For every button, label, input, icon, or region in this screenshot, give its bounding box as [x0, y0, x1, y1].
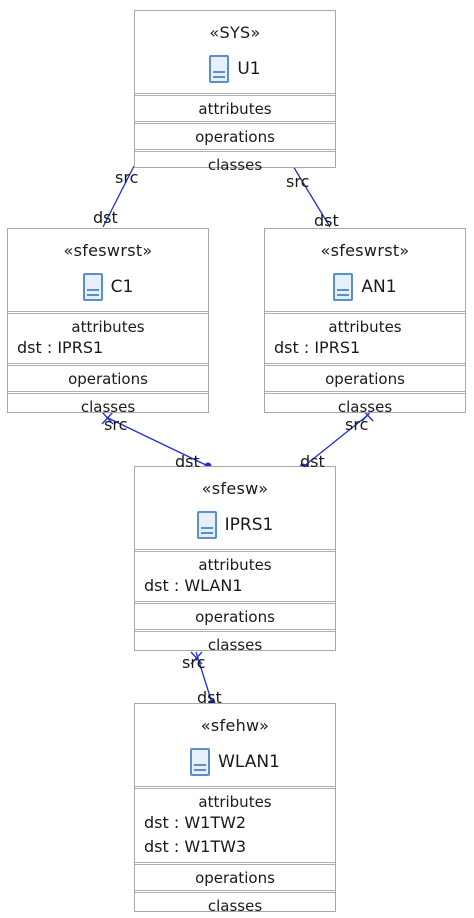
class-icon: [196, 511, 217, 539]
class-name: U1: [237, 59, 261, 79]
role-label-dst: dst: [300, 452, 325, 471]
operations-title: operations: [68, 370, 148, 388]
operations-title: operations: [195, 608, 275, 626]
operations-compartment[interactable]: operations: [135, 862, 335, 890]
attributes-compartment[interactable]: attributes dst : WLAN1: [135, 549, 335, 601]
class-title: U1: [135, 55, 335, 83]
classes-compartment[interactable]: classes: [8, 391, 208, 419]
operations-compartment[interactable]: operations: [8, 363, 208, 391]
attribute-item[interactable]: dst : IPRS1: [17, 338, 104, 357]
class-header: «sfeswrst» AN1: [265, 229, 465, 311]
role-label-dst: dst: [93, 208, 118, 227]
class-name: C1: [110, 277, 134, 297]
class-title: IPRS1: [135, 511, 335, 539]
stereotype-label: «SYS»: [209, 23, 261, 42]
class-name: IPRS1: [224, 515, 274, 535]
class-iprs1[interactable]: «sfesw» IPRS1 attributes dst : WLAN1 ope…: [134, 466, 336, 654]
class-name: WLAN1: [218, 752, 280, 772]
stereotype-label: «sfeswrst»: [320, 241, 410, 260]
src-cross-c1: [101, 411, 114, 425]
attributes-title: attributes: [198, 793, 272, 811]
classes-title: classes: [207, 897, 263, 915]
role-label-src: src: [286, 172, 310, 191]
class-title: WLAN1: [135, 748, 335, 776]
link-c1-iprs1[interactable]: [107, 417, 209, 467]
stereotype-label: «sfeswrst»: [63, 241, 153, 260]
operations-compartment[interactable]: operations: [265, 363, 465, 391]
role-label-dst: dst: [197, 688, 222, 707]
role-label-src: src: [104, 415, 128, 434]
class-icon: [190, 748, 211, 776]
attributes-compartment[interactable]: attributes dst : W1TW2 dst : W1TW3: [135, 786, 335, 862]
link-u1-c1[interactable]: [102, 165, 135, 228]
attributes-title: attributes: [198, 100, 272, 118]
attributes-title: attributes: [71, 318, 145, 336]
attributes-title: attributes: [198, 556, 272, 574]
classes-compartment[interactable]: classes: [265, 391, 465, 419]
src-cross-iprs1: [190, 651, 203, 665]
attribute-item[interactable]: dst : W1TW3: [144, 837, 247, 856]
class-title: C1: [8, 273, 208, 301]
stereotype-label: «sfesw»: [201, 479, 269, 498]
operations-title: operations: [195, 128, 275, 146]
attributes-title: attributes: [328, 318, 402, 336]
classes-title: classes: [207, 156, 263, 174]
classes-title: classes: [80, 398, 136, 416]
role-label-src: src: [115, 168, 139, 187]
class-wlan1[interactable]: «sfehw» WLAN1 attributes dst : W1TW2 dst…: [134, 703, 336, 915]
role-label-dst: dst: [175, 452, 200, 471]
attribute-item[interactable]: dst : WLAN1: [144, 576, 243, 595]
class-title: AN1: [265, 273, 465, 301]
class-an1[interactable]: «sfeswrst» AN1 attributes dst : IPRS1 op…: [264, 228, 466, 416]
attributes-compartment[interactable]: attributes: [135, 93, 335, 121]
class-header: «sfehw» WLAN1: [135, 704, 335, 786]
operations-title: operations: [195, 869, 275, 887]
stereotype-label: «sfehw»: [200, 716, 270, 735]
class-icon: [82, 273, 103, 301]
operations-compartment[interactable]: operations: [135, 601, 335, 629]
classes-compartment[interactable]: classes: [135, 890, 335, 918]
classes-compartment[interactable]: classes: [135, 149, 335, 177]
operations-compartment[interactable]: operations: [135, 121, 335, 149]
role-label-src: src: [182, 653, 206, 672]
attributes-compartment[interactable]: attributes dst : IPRS1: [265, 311, 465, 363]
class-icon: [209, 55, 230, 83]
role-label-src: src: [345, 415, 369, 434]
classes-compartment[interactable]: classes: [135, 629, 335, 657]
attribute-item[interactable]: dst : IPRS1: [274, 338, 361, 357]
attribute-item[interactable]: dst : W1TW2: [144, 813, 247, 832]
classes-title: classes: [207, 636, 263, 654]
link-an1-iprs1[interactable]: [302, 414, 369, 468]
class-header: «SYS» U1: [135, 11, 335, 93]
class-u1[interactable]: «SYS» U1 attributes operations classes: [134, 10, 336, 174]
class-name: AN1: [361, 277, 397, 297]
classes-title: classes: [337, 398, 393, 416]
link-u1-an1[interactable]: [292, 165, 331, 228]
class-header: «sfeswrst» C1: [8, 229, 208, 311]
class-header: «sfesw» IPRS1: [135, 467, 335, 549]
operations-title: operations: [325, 370, 405, 388]
attributes-compartment[interactable]: attributes dst : IPRS1: [8, 311, 208, 363]
class-c1[interactable]: «sfeswrst» C1 attributes dst : IPRS1 ope…: [7, 228, 209, 416]
class-icon: [333, 273, 354, 301]
role-label-dst: dst: [314, 211, 339, 230]
